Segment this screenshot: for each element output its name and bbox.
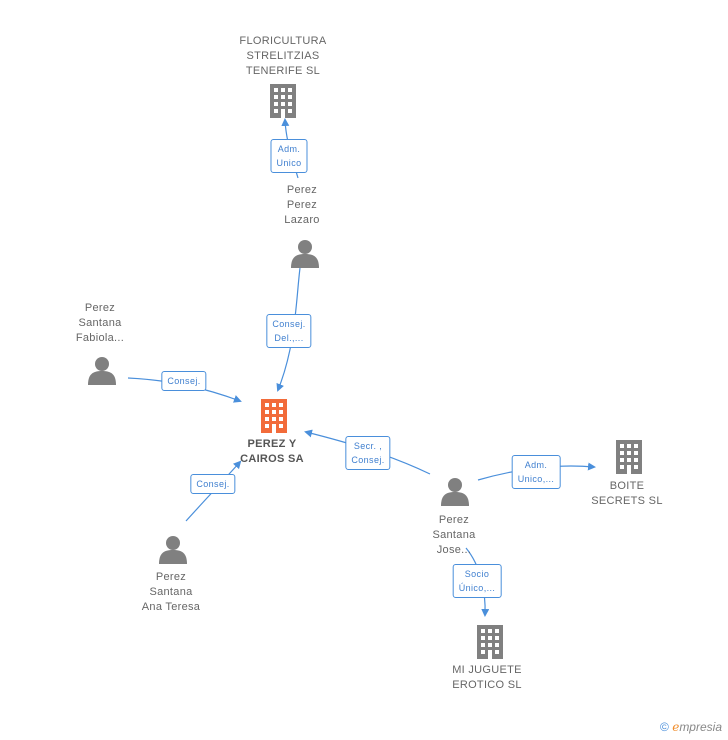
edge-label-consej-del: Consej. Del.,...: [266, 314, 312, 348]
edge-label-socio-unico: Socio Único,...: [452, 564, 502, 598]
node-boite-label[interactable]: BOITE SECRETS SL: [591, 480, 663, 507]
node-mi-juguete-label[interactable]: MI JUGUETE EROTICO SL: [452, 664, 522, 691]
brand-logo-text: mpresia: [679, 720, 722, 734]
edge-label-secr-consej: Secr. , Consej.: [345, 436, 391, 470]
node-perez-jose-label[interactable]: Perez Santana Jose...: [432, 514, 476, 556]
edge-label-consej-ana: Consej.: [190, 474, 236, 494]
node-perez-fabiola-label[interactable]: Perez Santana Fabiola...: [75, 302, 125, 344]
node-floricultura-label[interactable]: FLORICULTURA STRELITZIAS TENERIFE SL: [239, 35, 327, 77]
copyright-symbol: ©: [660, 720, 669, 734]
node-perez-y-cairos-label[interactable]: PEREZ Y CAIROS SA: [240, 438, 304, 465]
person-icon: [291, 240, 319, 268]
building-icon: [616, 440, 642, 474]
brand-logo-initial: e: [672, 720, 680, 734]
copyright-footer: © empresia: [660, 720, 722, 734]
person-icon: [159, 536, 187, 564]
edge-label-consej-fabiola: Consej.: [161, 371, 207, 391]
edge-label-adm-unico-boite: Adm. Unico,...: [511, 455, 561, 489]
building-icon: [477, 625, 503, 659]
building-icon: [270, 84, 296, 118]
person-icon: [88, 357, 116, 385]
person-icon: [441, 478, 469, 506]
building-icon: [261, 399, 287, 433]
edge-label-adm-unico: Adm. Unico: [270, 139, 308, 173]
node-perez-ana-label[interactable]: Perez Santana Ana Teresa: [141, 571, 201, 613]
node-perez-lazaro-label[interactable]: Perez Perez Lazaro: [284, 184, 320, 226]
